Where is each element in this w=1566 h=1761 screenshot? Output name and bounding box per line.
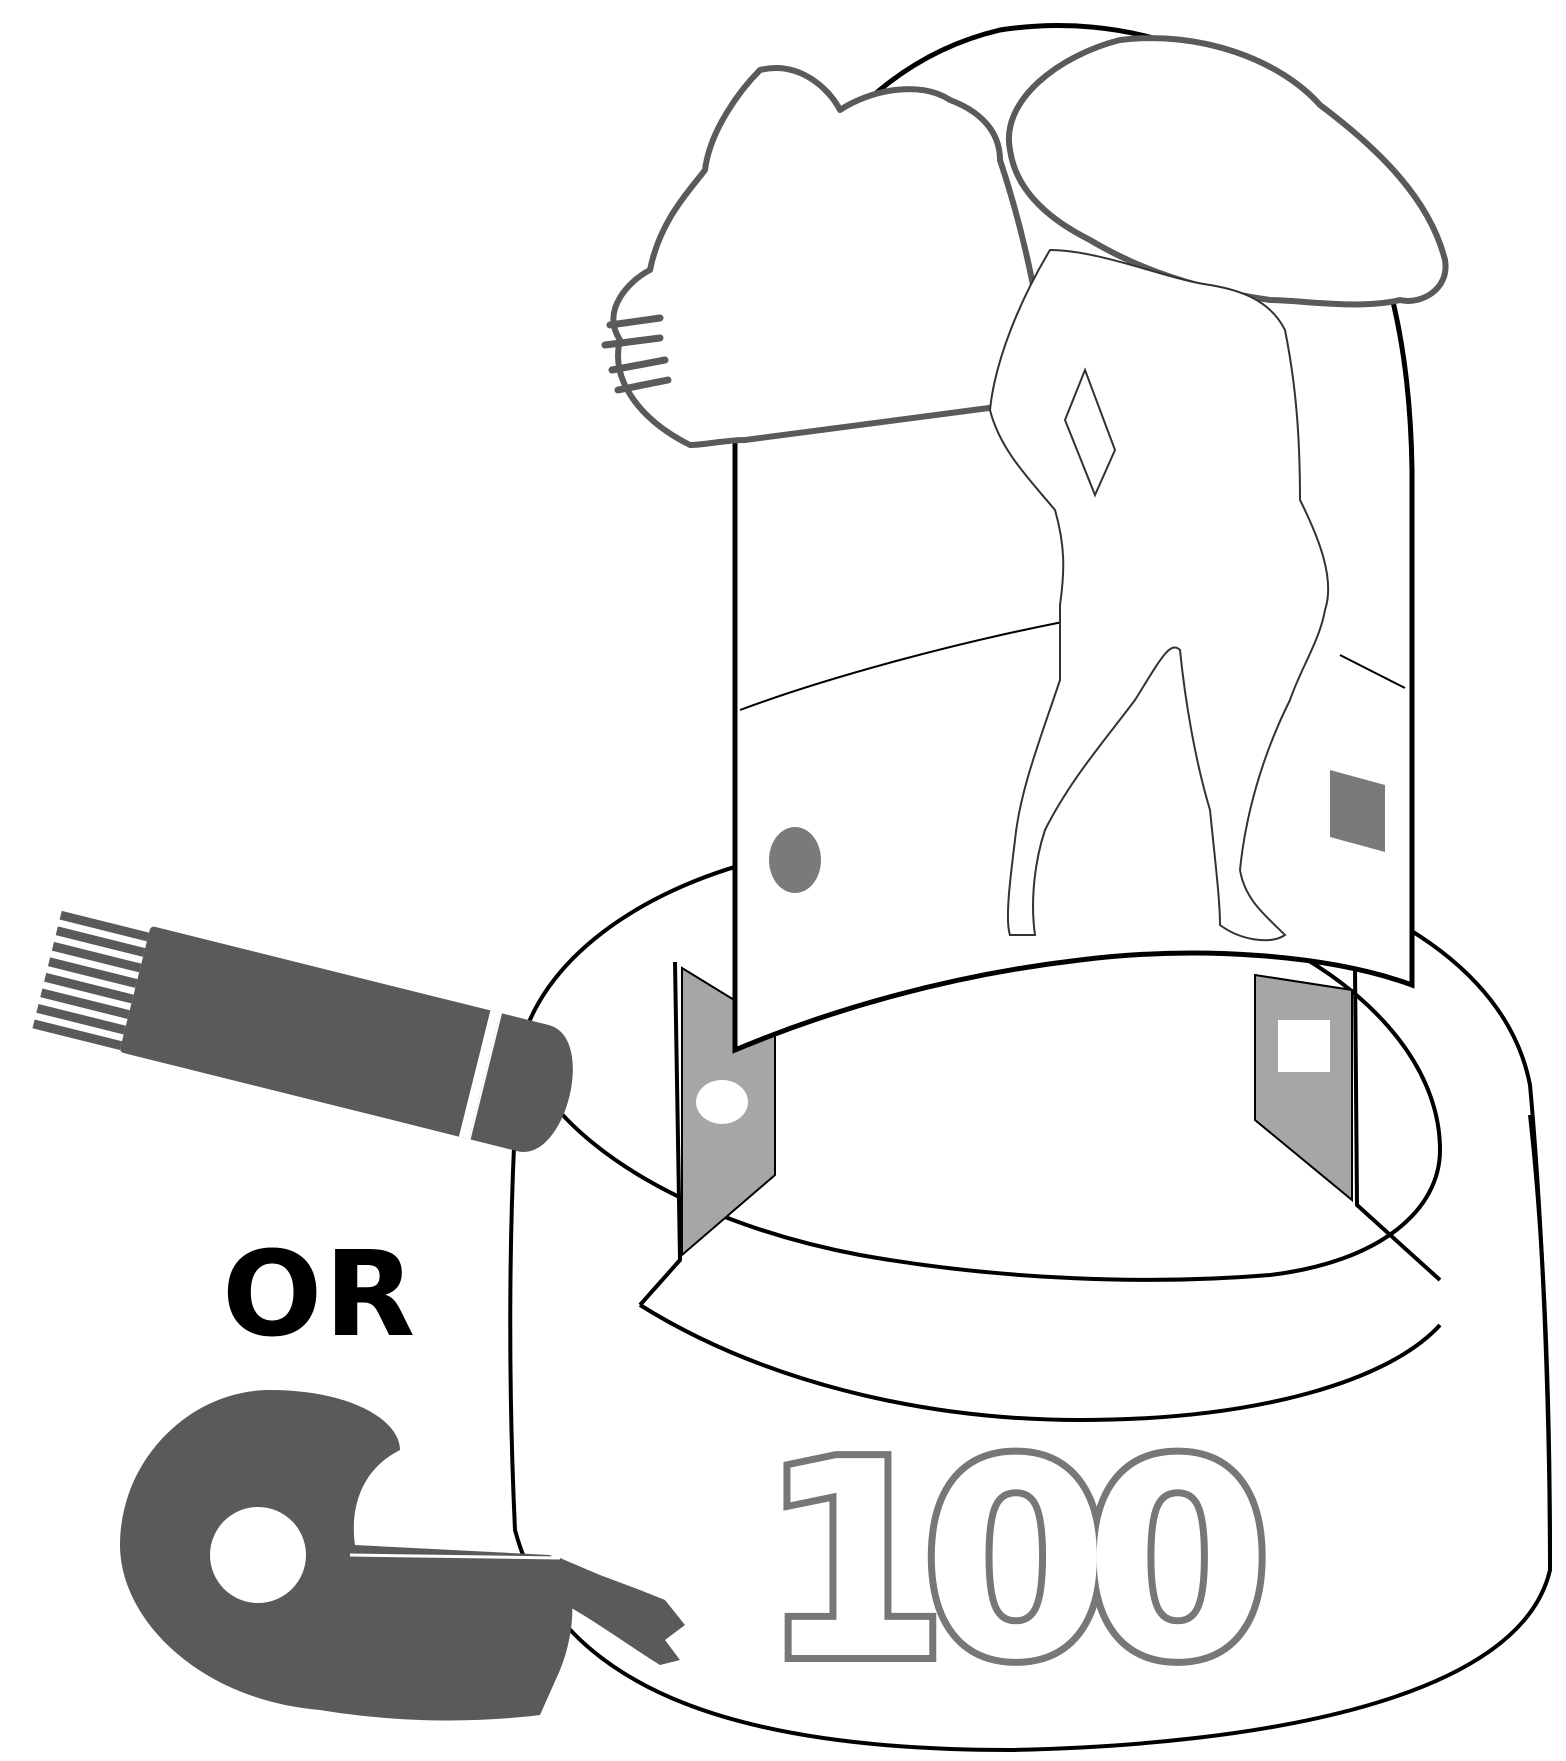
badge-number-text: 100 bbox=[760, 1404, 1261, 1719]
or-label: OR bbox=[222, 1225, 417, 1363]
number-badge: 100 bbox=[760, 1404, 1261, 1719]
card-marker-circle bbox=[769, 827, 821, 893]
tape-dispenser-hole bbox=[210, 1507, 306, 1603]
ring-tab-right-hole bbox=[1278, 1020, 1330, 1072]
glue-stick-body bbox=[119, 926, 500, 1139]
ring-tab-left-hole bbox=[696, 1080, 748, 1124]
tape-dispenser-body bbox=[120, 1390, 572, 1720]
glue-stick-icon bbox=[32, 904, 585, 1160]
hair-silhouette-left bbox=[613, 68, 1050, 445]
